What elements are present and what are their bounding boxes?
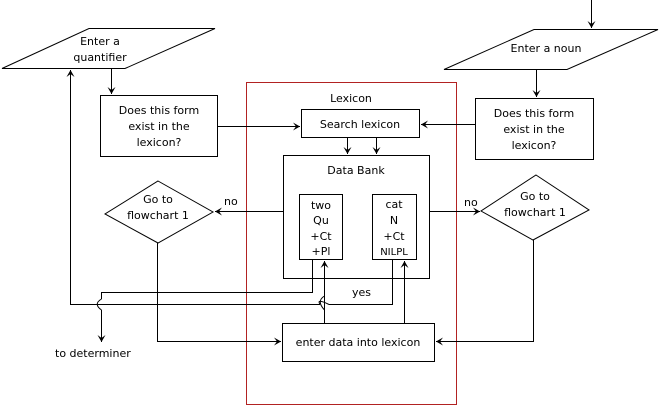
lexicon-title: Lexicon <box>330 92 372 105</box>
quantifier-input-line1: Enter a <box>80 35 120 48</box>
left-question-box <box>100 95 218 157</box>
no-label-left: no <box>224 195 238 208</box>
entry-cat-box <box>372 194 417 260</box>
entry-two-line1: two <box>311 199 331 212</box>
left-diamond-line2: flowchart 1 <box>127 209 189 222</box>
right-question-line2: exist in the <box>503 123 564 136</box>
entry-two-box <box>299 194 343 260</box>
entry-cat-line2: N <box>390 214 398 227</box>
lexicon-container <box>246 82 457 405</box>
entry-two-line3: +Ct <box>310 230 332 243</box>
right-question-line1: Does this form <box>494 107 574 120</box>
enter-data-label: enter data into lexicon <box>296 336 421 349</box>
noun-input-label: Enter a noun <box>511 42 582 55</box>
right-diamond-line2: flowchart 1 <box>504 206 566 219</box>
search-lexicon-box <box>301 109 420 138</box>
quantifier-input-shape <box>1 28 216 69</box>
entry-cat-line1: cat <box>385 198 403 211</box>
enter-data-box <box>282 323 435 362</box>
left-question-line1: Does this form <box>119 104 199 117</box>
search-lexicon-label: Search lexicon <box>320 118 400 131</box>
quantifier-input-line2: quantifier <box>73 51 127 64</box>
noun-input-shape <box>443 29 659 70</box>
left-question-line2: exist in the <box>128 120 189 133</box>
data-bank-box <box>283 155 430 279</box>
entry-cat-line4: NILPL <box>380 247 408 258</box>
left-diamond-line1: Go to <box>143 193 173 206</box>
entry-two-line2: Qu <box>313 214 329 227</box>
right-question-line3: lexicon? <box>512 139 557 152</box>
entry-cat-line3: +Ct <box>383 230 405 243</box>
data-bank-title: Data Bank <box>327 164 385 177</box>
right-diamond-line1: Go to <box>520 190 550 203</box>
no-label-right: no <box>464 196 478 209</box>
to-determiner-label: to determiner <box>55 347 131 360</box>
left-question-line3: lexicon? <box>137 136 182 149</box>
entry-two-line4: +Pl <box>312 245 331 258</box>
right-question-box <box>475 98 594 160</box>
yes-label: yes <box>352 286 371 299</box>
